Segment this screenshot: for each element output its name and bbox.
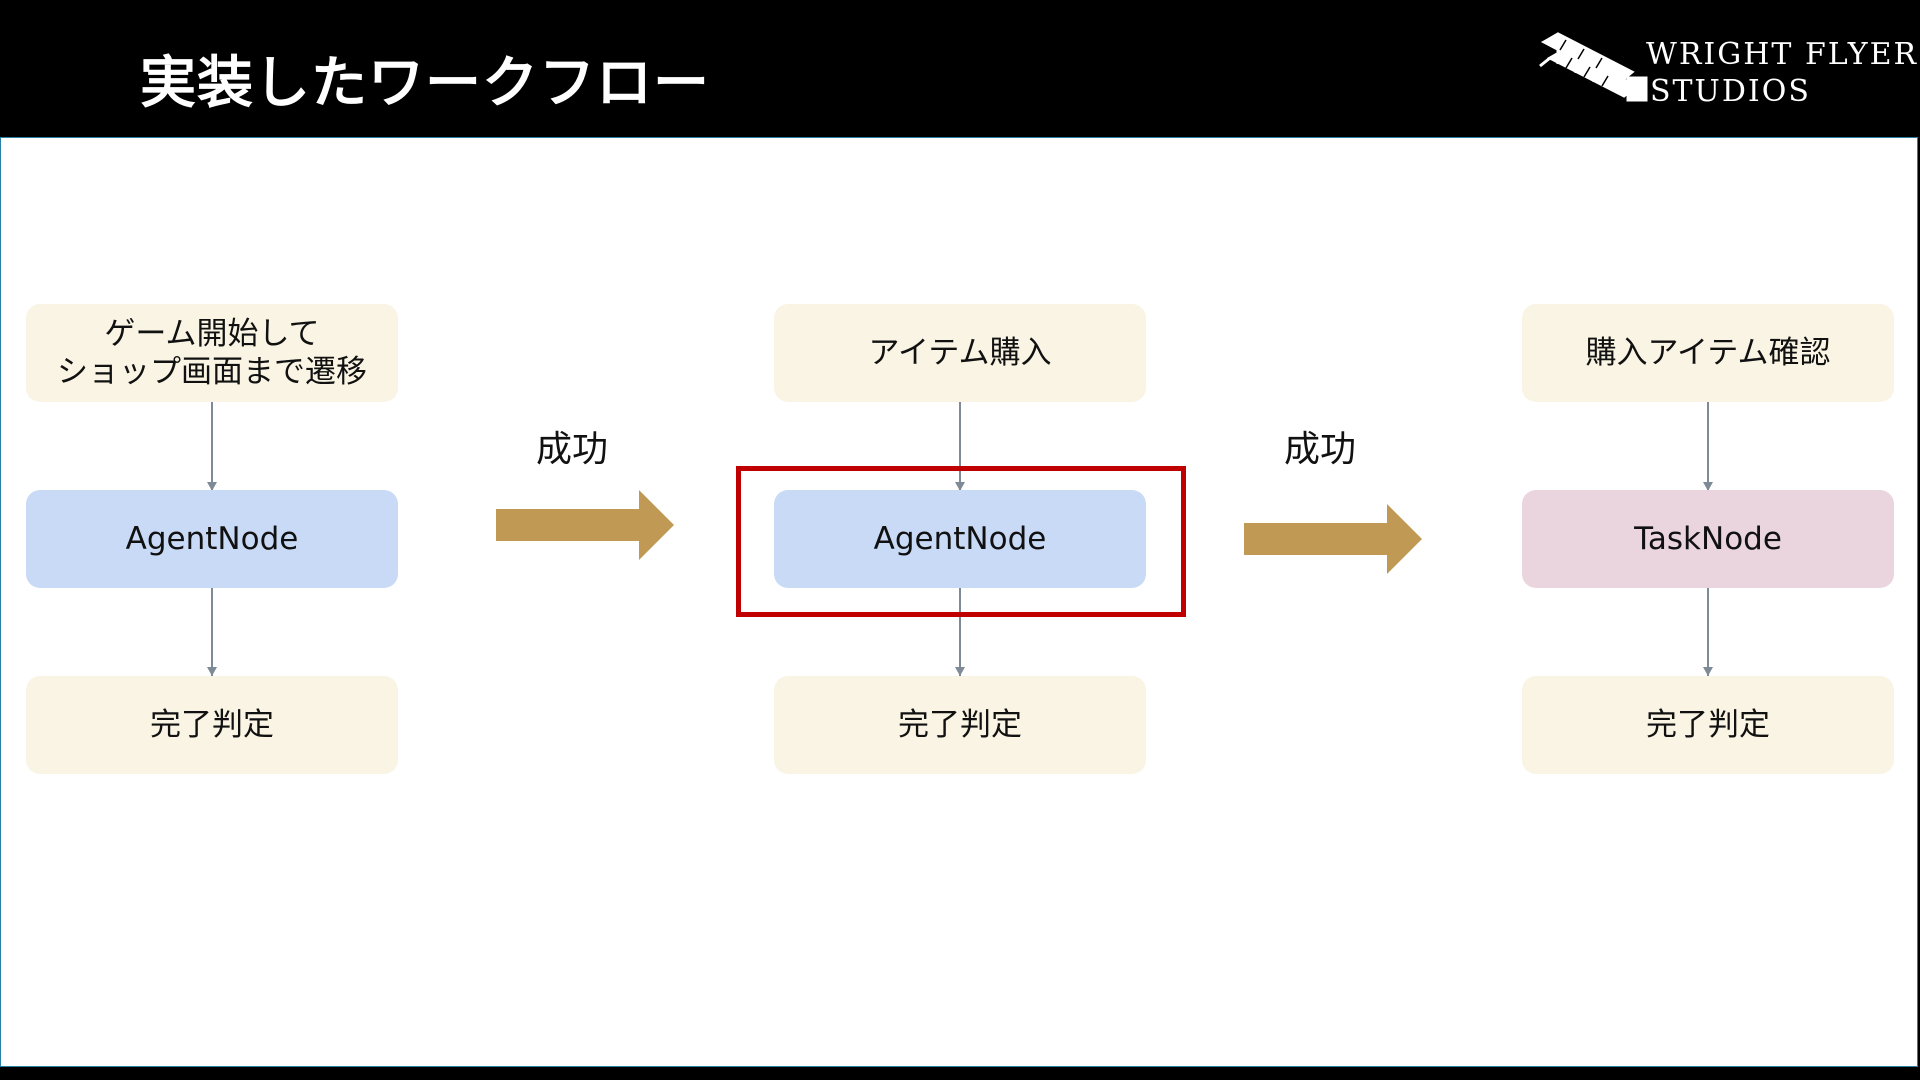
connector-line [1707, 402, 1709, 490]
node-label: TaskNode [1634, 521, 1782, 557]
step-label: 完了判定 [1646, 707, 1770, 743]
connector-line [1707, 588, 1709, 676]
step-box-verify-item: 購入アイテム確認 [1522, 304, 1894, 402]
connector-line [959, 588, 961, 676]
agent-node-box: AgentNode [774, 490, 1146, 588]
step-label: ゲーム開始して ショップ画面まで遷移 [57, 316, 367, 390]
slide-header: 実装したワークフロー WRIGHT FLYE [0, 0, 1920, 137]
slide-title: 実装したワークフロー [140, 51, 710, 116]
connector-arrowhead [1703, 667, 1713, 676]
slide-footer-bar [0, 1067, 1920, 1080]
node-label: AgentNode [125, 521, 299, 557]
highlight-frame [736, 466, 1186, 617]
connector-arrowhead [1703, 482, 1713, 491]
step-label: アイテム購入 [868, 335, 1052, 371]
completion-check-box: 完了判定 [1522, 676, 1894, 774]
step-label: 購入アイテム確認 [1585, 335, 1831, 371]
connector-line [959, 402, 961, 490]
logo-line-2: STUDIOS [1650, 74, 1811, 109]
completion-check-box: 完了判定 [26, 676, 398, 774]
agent-node-box: AgentNode [26, 490, 398, 588]
connector-line [211, 402, 213, 490]
success-arrow-icon [496, 490, 674, 560]
connector-arrowhead [207, 482, 217, 491]
wright-flyer-logo: WRIGHT FLYER STUDIOS [1536, 26, 1916, 112]
step-label: 完了判定 [150, 707, 274, 743]
logo-wordmark: WRIGHT FLYER STUDIOS [1646, 36, 1918, 110]
connector-arrowhead [955, 667, 965, 676]
completion-check-box: 完了判定 [774, 676, 1146, 774]
task-node-box: TaskNode [1522, 490, 1894, 588]
success-arrow-icon [1244, 504, 1422, 574]
step-box-purchase-item: アイテム購入 [774, 304, 1146, 402]
connector-line [211, 588, 213, 676]
step-label: 完了判定 [898, 707, 1022, 743]
connector-arrowhead [955, 482, 965, 491]
connector-arrowhead [207, 667, 217, 676]
success-label: 成功 [1284, 429, 1357, 470]
step-box-start-game: ゲーム開始して ショップ画面まで遷移 [26, 304, 398, 402]
logo-line-1: WRIGHT FLYER [1646, 37, 1919, 72]
success-label: 成功 [536, 429, 609, 470]
biplane-logo-icon [1539, 32, 1648, 102]
node-label: AgentNode [873, 521, 1047, 557]
